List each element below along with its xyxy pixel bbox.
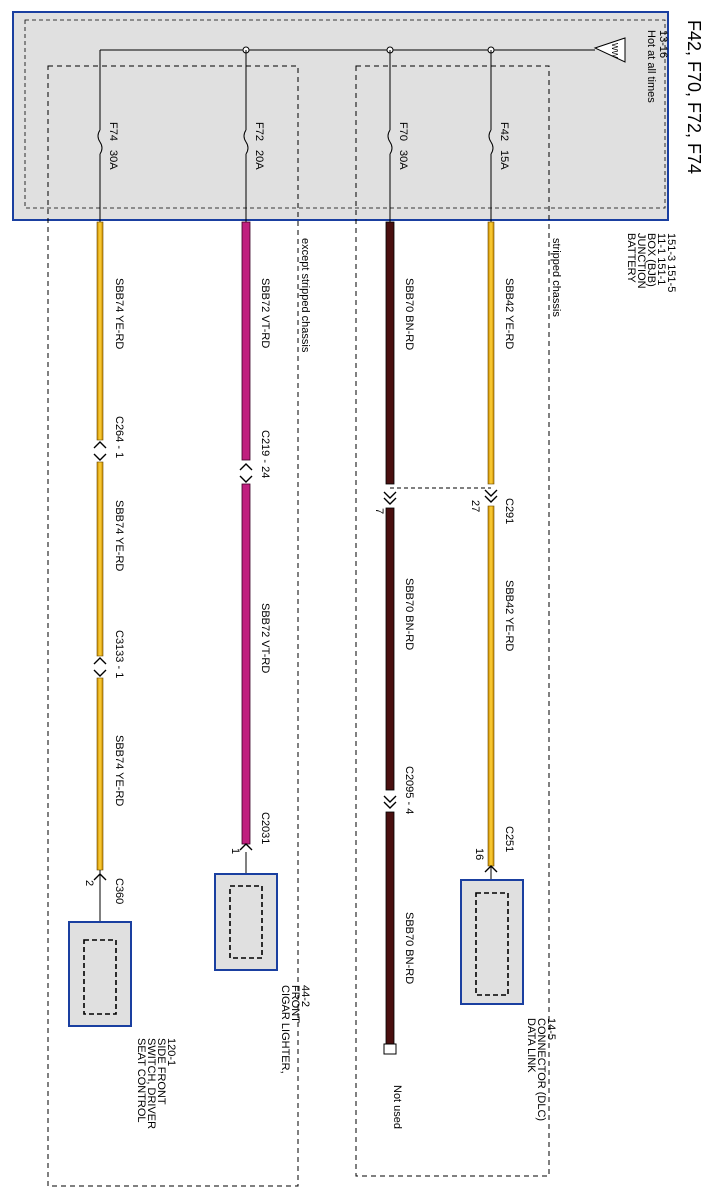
wire-f72-seg1-label: SBB72 VT-RD [259, 278, 271, 348]
diagram-title: F42, F70, F72, F74 [684, 20, 704, 174]
connector-c291-icon-42 [484, 489, 498, 503]
fuse-drops [97, 50, 494, 222]
svg-text:151-3 151-5: 151-3 151-5 [665, 233, 677, 292]
connector-c251-label: C251 [503, 826, 515, 852]
fuse-f72-label: F72 [253, 122, 265, 141]
connector-c360-icon [93, 873, 107, 881]
not-used-label: Not used [391, 1085, 403, 1129]
device-dlc-label: DATA LINK CONNECTOR (DLC) 14-5 [525, 1018, 557, 1121]
wire-f74-seg3-label: SBB74 YE-RD [113, 735, 125, 806]
wire-f42-seg2-label: SBB42 YE-RD [503, 580, 515, 651]
group-except-stripped [47, 65, 299, 1187]
connector-c3133-label: C3133 - 1 [113, 630, 125, 678]
wire-sbb42 [487, 221, 495, 880]
wire-f70-seg2-label: SBB70 BN-RD [403, 578, 415, 650]
wire-f70-seg3-label: SBB70 BN-RD [403, 912, 415, 984]
fuse-f70-amps: 30A [397, 150, 409, 170]
wire-f42-seg1-label: SBB42 YE-RD [503, 278, 515, 349]
group-right-label: stripped chassis [550, 238, 562, 317]
pin-c291-70: 7 [373, 508, 385, 514]
device-seat-label: SEAT CONTROL SWITCH, DRIVER SIDE FRONT 1… [135, 1038, 177, 1129]
device-cigar-label: CIGAR LIGHTER, FRONT 44-2 [279, 985, 311, 1074]
connector-c360-label: C360 [113, 878, 125, 904]
svg-text:SWITCH, DRIVER: SWITCH, DRIVER [145, 1038, 157, 1129]
svg-text:SEAT CONTROL: SEAT CONTROL [135, 1038, 147, 1123]
fuse-f74-label: F74 [107, 122, 119, 141]
connector-c219-icon [239, 463, 253, 483]
connector-c2095-icon [383, 795, 397, 809]
fuse-f72-amps: 20A [253, 150, 265, 170]
wire-f70-seg1-label: SBB70 BN-RD [403, 278, 415, 350]
fuse-f42-amps: 15A [498, 150, 510, 170]
pin-c291-42: 27 [469, 500, 481, 512]
wire-f74-seg1-label: SBB74 YE-RD [113, 278, 125, 349]
svg-text:13-16: 13-16 [657, 30, 669, 58]
wire-sbb74 [96, 221, 104, 940]
connector-c291-label: C291 [503, 498, 515, 524]
wire-sbb72 [241, 221, 251, 880]
svg-text:DATA LINK: DATA LINK [525, 1018, 537, 1073]
connector-c219-label: C219 - 24 [259, 430, 271, 478]
connector-c251-icon [484, 865, 498, 873]
group-stripped [355, 65, 550, 1177]
connector-c291-icon-70 [383, 491, 397, 505]
pin-c2031: 1 [229, 848, 241, 854]
svg-text:Hot at all times: Hot at all times [645, 30, 657, 103]
svg-text:SIDE FRONT: SIDE FRONT [155, 1038, 167, 1105]
connector-c264-icon [93, 441, 107, 461]
device-cigar-lighter [214, 873, 278, 971]
svg-text:44-2: 44-2 [299, 985, 311, 1007]
pin-c251: 16 [473, 848, 485, 860]
fuse-f42-label: F42 [498, 122, 510, 141]
wire-sbb70 [383, 221, 397, 1055]
device-seat-control-switch [68, 921, 132, 1027]
bjb-inner-outline [24, 19, 666, 209]
bjb-label: BATTERY JUNCTION BOX (BJB) 11-1 151-1 15… [625, 233, 677, 292]
connector-c3133-icon [93, 657, 107, 677]
connector-c264-label: C264 - 1 [113, 416, 125, 458]
power-flag-icon: WW [593, 37, 626, 63]
bjb-box [12, 11, 669, 221]
svg-text:120-1: 120-1 [165, 1038, 177, 1066]
wire-f74-seg2-label: SBB74 YE-RD [113, 500, 125, 571]
fuse-f74-amps: 30A [107, 150, 119, 170]
connector-c2031-label: C2031 [259, 812, 271, 844]
svg-text:WW: WW [610, 43, 619, 59]
svg-text:FRONT: FRONT [289, 985, 301, 1023]
svg-text:14-5: 14-5 [545, 1018, 557, 1040]
group-left-label: except stripped chassis [299, 238, 311, 353]
connector-c2031-icon [239, 843, 253, 851]
svg-text:JUNCTION: JUNCTION [635, 233, 647, 289]
wire-f72-seg2-label: SBB72 VT-RD [259, 603, 271, 673]
svg-text:BATTERY: BATTERY [625, 233, 637, 283]
fuse-f70-label: F70 [397, 122, 409, 141]
power-label: Hot at all times 13-16 [645, 30, 669, 103]
device-data-link-connector [460, 879, 524, 1005]
svg-text:11-1 151-1: 11-1 151-1 [655, 233, 667, 285]
svg-text:BOX (BJB): BOX (BJB) [645, 233, 657, 287]
svg-text:CIGAR LIGHTER,: CIGAR LIGHTER, [279, 985, 291, 1074]
pin-c360: 2 [83, 880, 95, 886]
connector-c2095-label: C2095 - 4 [403, 766, 415, 814]
svg-text:CONNECTOR (DLC): CONNECTOR (DLC) [535, 1018, 547, 1121]
